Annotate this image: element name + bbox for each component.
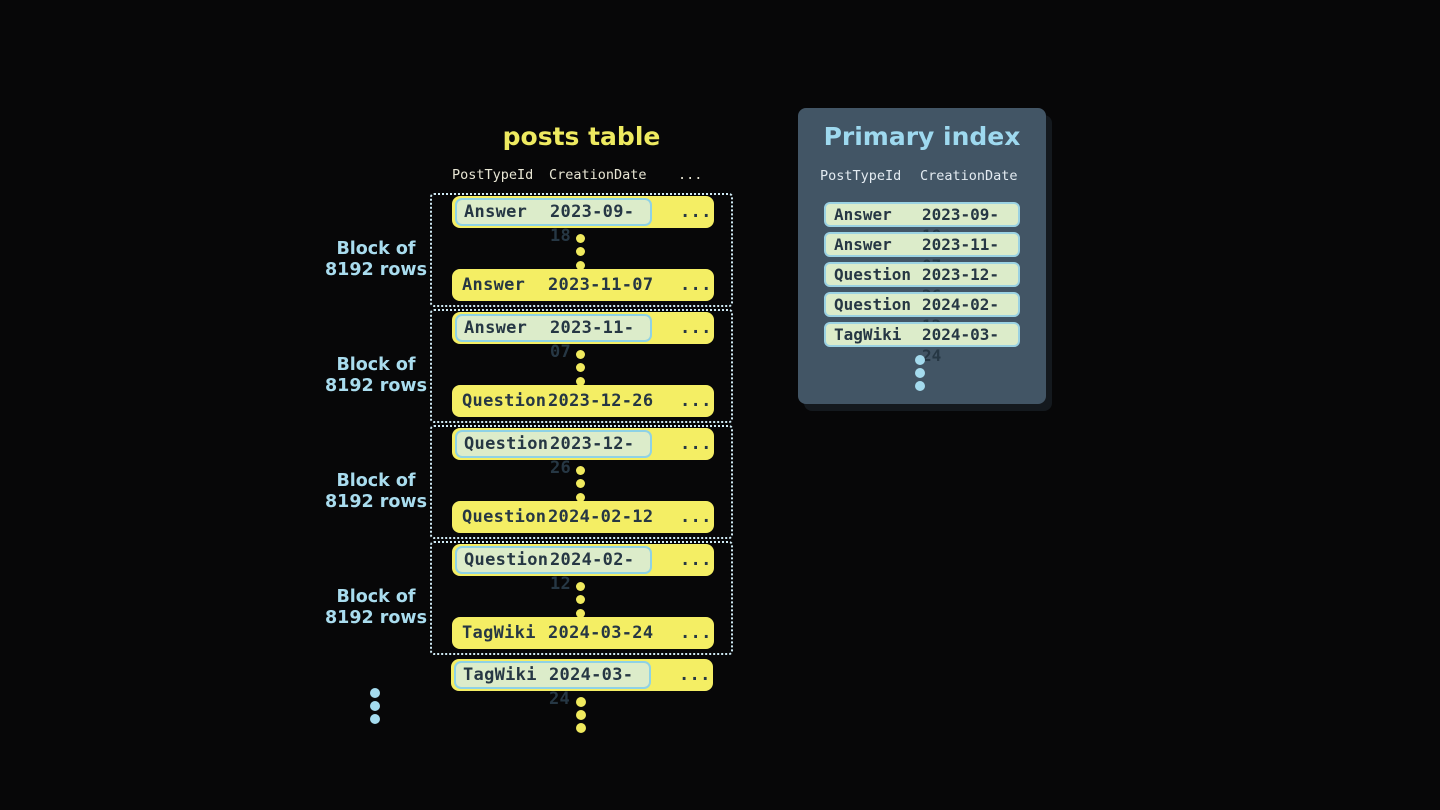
post-type-cell: Question	[462, 507, 547, 527]
column-header-posttypeid: PostTypeId	[452, 167, 534, 183]
post-type-cell: TagWiki	[834, 325, 902, 344]
index-row: TagWiki 2024-03-24	[824, 322, 1020, 365]
post-type-cell: Answer	[834, 235, 892, 254]
vertical-ellipsis-dots	[370, 685, 380, 727]
row-block: Answer 2023-11-07 ... Question 2023-12-2…	[430, 309, 733, 423]
dot	[576, 595, 585, 604]
creation-date-cell: 2024-03-24	[548, 623, 654, 643]
post-type-cell: Question	[464, 434, 549, 454]
dot	[370, 701, 380, 711]
row-ellipsis: ...	[680, 202, 712, 222]
row-block: Question 2023-12-26 ... Question 2024-02…	[430, 425, 733, 539]
index-row: Answer 2023-09-18	[824, 202, 1020, 245]
dot	[370, 714, 380, 724]
dot	[576, 608, 585, 618]
row-ellipsis: ...	[679, 665, 711, 685]
row-highlight-box: TagWiki 2024-03-24	[454, 661, 651, 709]
primary-index-panel: Primary index PostTypeId CreationDate An…	[798, 108, 1046, 404]
vertical-ellipsis-dots	[576, 577, 585, 622]
posts-table-title: posts table	[502, 122, 661, 151]
post-type-cell: Answer	[464, 202, 528, 222]
index-column-header-creationdate: CreationDate	[920, 168, 1018, 184]
row-highlight-box: Question 2023-12-26	[455, 430, 652, 478]
creation-date-cell: 2024-02-12	[550, 550, 635, 594]
creation-date-cell: 2023-11-07	[548, 275, 654, 295]
row-ellipsis: ...	[680, 434, 712, 454]
dot	[915, 368, 925, 378]
vertical-ellipsis-dots	[576, 461, 585, 506]
column-header-creationdate: CreationDate	[549, 167, 647, 183]
table-row-last: Question 2023-12-26 ...	[452, 385, 714, 417]
row-highlight-box: Answer 2023-11-07	[455, 314, 652, 362]
creation-date-cell: 2024-03-24	[549, 665, 634, 709]
creation-date-cell: 2024-02-12	[548, 507, 654, 527]
post-type-cell: Question	[462, 391, 547, 411]
dot	[915, 381, 925, 391]
row-ellipsis: ...	[680, 318, 712, 338]
dot	[576, 260, 585, 270]
dot	[576, 479, 585, 488]
creation-date-cell: 2024-03-24	[922, 325, 1000, 365]
post-type-cell: Answer	[462, 275, 526, 295]
vertical-ellipsis-dots	[576, 229, 585, 274]
post-type-cell: TagWiki	[462, 623, 536, 643]
index-row: Answer 2023-11-07	[824, 232, 1020, 275]
dot	[576, 710, 586, 720]
vertical-ellipsis-dots	[576, 694, 586, 736]
block-label: Block of 8192 rows	[324, 239, 428, 280]
dot	[576, 247, 585, 256]
row-ellipsis: ...	[680, 623, 712, 643]
vertical-ellipsis-dots	[576, 345, 585, 390]
post-type-cell: Question	[834, 265, 912, 284]
dot	[576, 492, 585, 502]
row-ellipsis: ...	[680, 507, 712, 527]
post-type-cell: Question	[834, 295, 912, 314]
post-type-cell: Answer	[834, 205, 892, 224]
table-row-first: Answer 2023-09-18 ...	[452, 196, 714, 246]
table-row-trailing: TagWiki 2024-03-24 ...	[451, 659, 713, 709]
block-label: Block of 8192 rows	[324, 587, 428, 628]
table-row-first: Question 2024-02-12 ...	[452, 544, 714, 594]
column-header-more-ellipsis: ...	[678, 167, 703, 183]
row-ellipsis: ...	[680, 550, 712, 570]
dot	[576, 233, 585, 243]
table-row-first: Question 2023-12-26 ...	[452, 428, 714, 478]
block-label: Block of 8192 rows	[324, 471, 428, 512]
row-highlight-box: Question 2024-02-12	[455, 546, 652, 594]
vertical-ellipsis-dots	[915, 352, 925, 394]
creation-date-cell: 2023-09-18	[550, 202, 635, 246]
post-type-cell: Answer	[464, 318, 528, 338]
primary-index-title: Primary index	[823, 122, 1021, 151]
dot	[370, 688, 380, 698]
row-highlight-box: Answer 2023-09-18	[455, 198, 652, 246]
table-row-last: Answer 2023-11-07 ...	[452, 269, 714, 301]
row-block: Answer 2023-09-18 ... Answer 2023-11-07 …	[430, 193, 733, 307]
post-type-cell: Question	[464, 550, 549, 570]
row-ellipsis: ...	[680, 275, 712, 295]
index-row: Question 2024-02-12	[824, 292, 1020, 335]
dot	[576, 376, 585, 386]
dot	[576, 697, 586, 707]
creation-date-cell: 2023-12-26	[548, 391, 654, 411]
dot	[576, 465, 585, 475]
table-row-last: TagWiki 2024-03-24 ...	[452, 617, 714, 649]
row-ellipsis: ...	[680, 391, 712, 411]
index-column-header-posttypeid: PostTypeId	[820, 168, 902, 184]
block-label: Block of 8192 rows	[324, 355, 428, 396]
table-row-first: Answer 2023-11-07 ...	[452, 312, 714, 362]
creation-date-cell: 2023-12-26	[550, 434, 635, 478]
dot	[576, 723, 586, 733]
post-type-cell: TagWiki	[463, 665, 537, 685]
creation-date-cell: 2023-11-07	[550, 318, 635, 362]
dot	[576, 363, 585, 372]
dot	[576, 349, 585, 359]
dot	[576, 581, 585, 591]
dot	[915, 355, 925, 365]
row-block: Question 2024-02-12 ... TagWiki 2024-03-…	[430, 541, 733, 655]
table-row-last: Question 2024-02-12 ...	[452, 501, 714, 533]
index-row: Question 2023-12-26	[824, 262, 1020, 305]
